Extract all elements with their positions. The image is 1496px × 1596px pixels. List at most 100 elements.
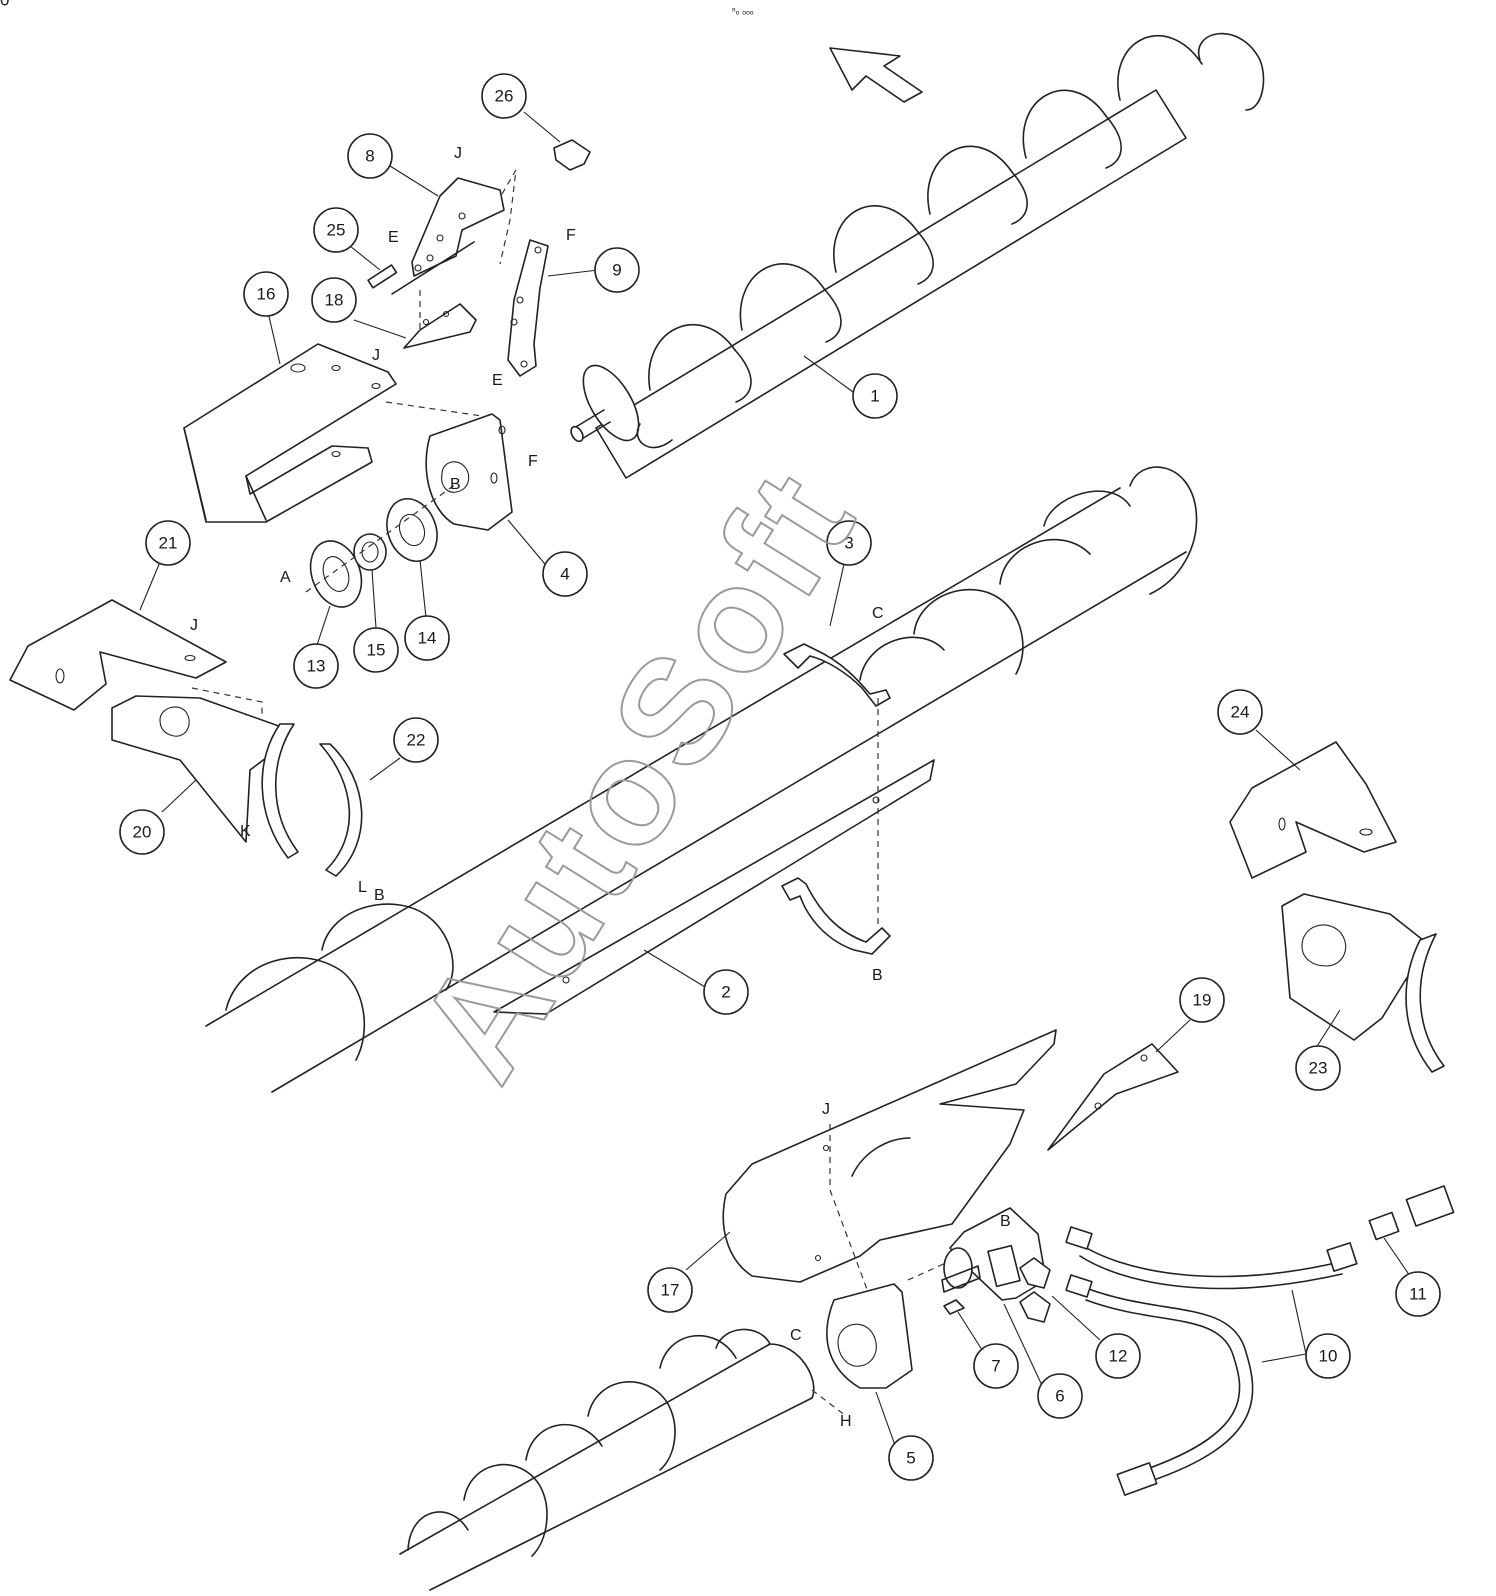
fitting-12a [1019, 1257, 1051, 1289]
ref-letter-l: L [358, 879, 367, 896]
fitting-11b [1405, 1185, 1455, 1227]
ref-letter-k: K [240, 823, 251, 840]
callout-21: 21 [145, 520, 191, 566]
shield-24 [1229, 741, 1397, 879]
ref-letter-c: C [790, 1327, 802, 1344]
callout-5: 5 [888, 1435, 934, 1481]
callout-number: 7 [991, 1357, 1000, 1376]
callout-number: 1 [870, 387, 879, 406]
callout-6: 6 [1037, 1373, 1083, 1419]
callout-3: 3 [826, 520, 872, 566]
direction-arrow [829, 47, 923, 103]
bearing-housing-5 [826, 1283, 913, 1389]
ref-letter-j: J [372, 347, 380, 364]
ref-letter-b: B [450, 476, 461, 493]
callout-13: 13 [293, 643, 339, 689]
callout-number: 8 [365, 147, 374, 166]
callout-number: 17 [661, 1281, 680, 1300]
callout-number: 25 [327, 221, 346, 240]
auger-trough-middle [205, 466, 1198, 1093]
clip-26 [553, 139, 591, 171]
bracket-8 [411, 177, 505, 277]
cover-16 [183, 343, 397, 523]
callout-10a: 10 [1305, 1333, 1351, 1379]
ref-letter-h: H [840, 1413, 852, 1430]
callout-18: 18 [311, 277, 357, 323]
header-mark: ⁿₒ ₒₒₒ [732, 6, 754, 17]
callout-12: 12 [1095, 1333, 1141, 1379]
ref-letter-e: E [492, 372, 503, 389]
ref-letter-b: B [872, 967, 883, 984]
callout-14: 14 [404, 615, 450, 661]
callout-7: 7 [973, 1343, 1019, 1389]
callout-1: 1 [852, 373, 898, 419]
flange-13 [309, 540, 363, 608]
callout-22: 22 [393, 717, 439, 763]
ref-letter-f: F [528, 453, 538, 470]
link-9 [507, 239, 549, 377]
callout-10b: 10 [0, 0, 9, 10]
callout-11: 11 [1395, 1271, 1441, 1317]
callout-23: 23 [1295, 1045, 1341, 1091]
callout-15: 15 [353, 627, 399, 673]
ref-letter-f: F [566, 227, 576, 244]
ref-letter-e: E [388, 229, 399, 246]
watermark: AutoSoft [385, 440, 888, 1107]
auger-flighting-lower [399, 1328, 815, 1591]
callout-25: 25 [313, 207, 359, 253]
callout-number: 18 [325, 291, 344, 310]
ref-letter-j: J [190, 617, 198, 634]
hoses-10 [1065, 1226, 1358, 1496]
callout-number: 10 [0, 0, 9, 10]
callout-8: 8 [347, 133, 393, 179]
shield-21 [9, 599, 227, 711]
callout-number: 21 [159, 534, 178, 553]
callout-number: 13 [307, 657, 326, 676]
callout-20: 20 [119, 809, 165, 855]
ref-letter-j: J [454, 145, 462, 162]
ref-letter-c: C [872, 605, 884, 622]
plate-19 [1047, 1043, 1179, 1151]
lower-strap [781, 877, 891, 955]
plate-18 [403, 303, 477, 349]
flange-14 [386, 498, 438, 562]
fitting-11a [1368, 1211, 1400, 1241]
callout-number: 24 [1231, 703, 1250, 722]
ref-letter-j: J [822, 1101, 830, 1118]
ref-letter-b: B [1000, 1213, 1011, 1230]
auger-flighting-upper [570, 32, 1265, 479]
callout-number: 11 [1409, 1285, 1427, 1304]
callout-17: 17 [647, 1267, 693, 1313]
fitting-12b [1019, 1291, 1051, 1323]
callout-number: 19 [1193, 991, 1212, 1010]
callout-number: 10 [1319, 1347, 1338, 1366]
callout-26: 26 [481, 73, 527, 119]
bracket-23 [1281, 893, 1429, 1041]
callout-number: 22 [407, 731, 426, 750]
ref-letter-b: B [374, 887, 385, 904]
callout-number: 9 [612, 261, 621, 280]
callout-number: 12 [1109, 1347, 1128, 1366]
pin-25 [367, 264, 398, 289]
callout-number: 14 [418, 629, 437, 648]
bearing-housing-4 [425, 413, 513, 531]
key-7 [943, 1299, 965, 1315]
callout-number: 20 [133, 823, 152, 842]
callout-16: 16 [243, 271, 289, 317]
callout-4: 4 [542, 551, 588, 597]
callout-number: 4 [560, 565, 569, 584]
cover-17 [722, 1029, 1057, 1283]
callout-number: 5 [906, 1449, 915, 1468]
callout-number: 26 [495, 87, 514, 106]
callout-2: 2 [703, 969, 749, 1015]
band-22 [319, 743, 363, 877]
callout-number: 23 [1309, 1059, 1328, 1078]
callout-24: 24 [1217, 689, 1263, 735]
callout-number: 6 [1055, 1387, 1064, 1406]
ref-letter-a: A [280, 569, 291, 586]
callout-9: 9 [594, 247, 640, 293]
callout-number: 2 [721, 983, 730, 1002]
bearing-15 [353, 533, 387, 571]
callout-number: 15 [367, 641, 386, 660]
